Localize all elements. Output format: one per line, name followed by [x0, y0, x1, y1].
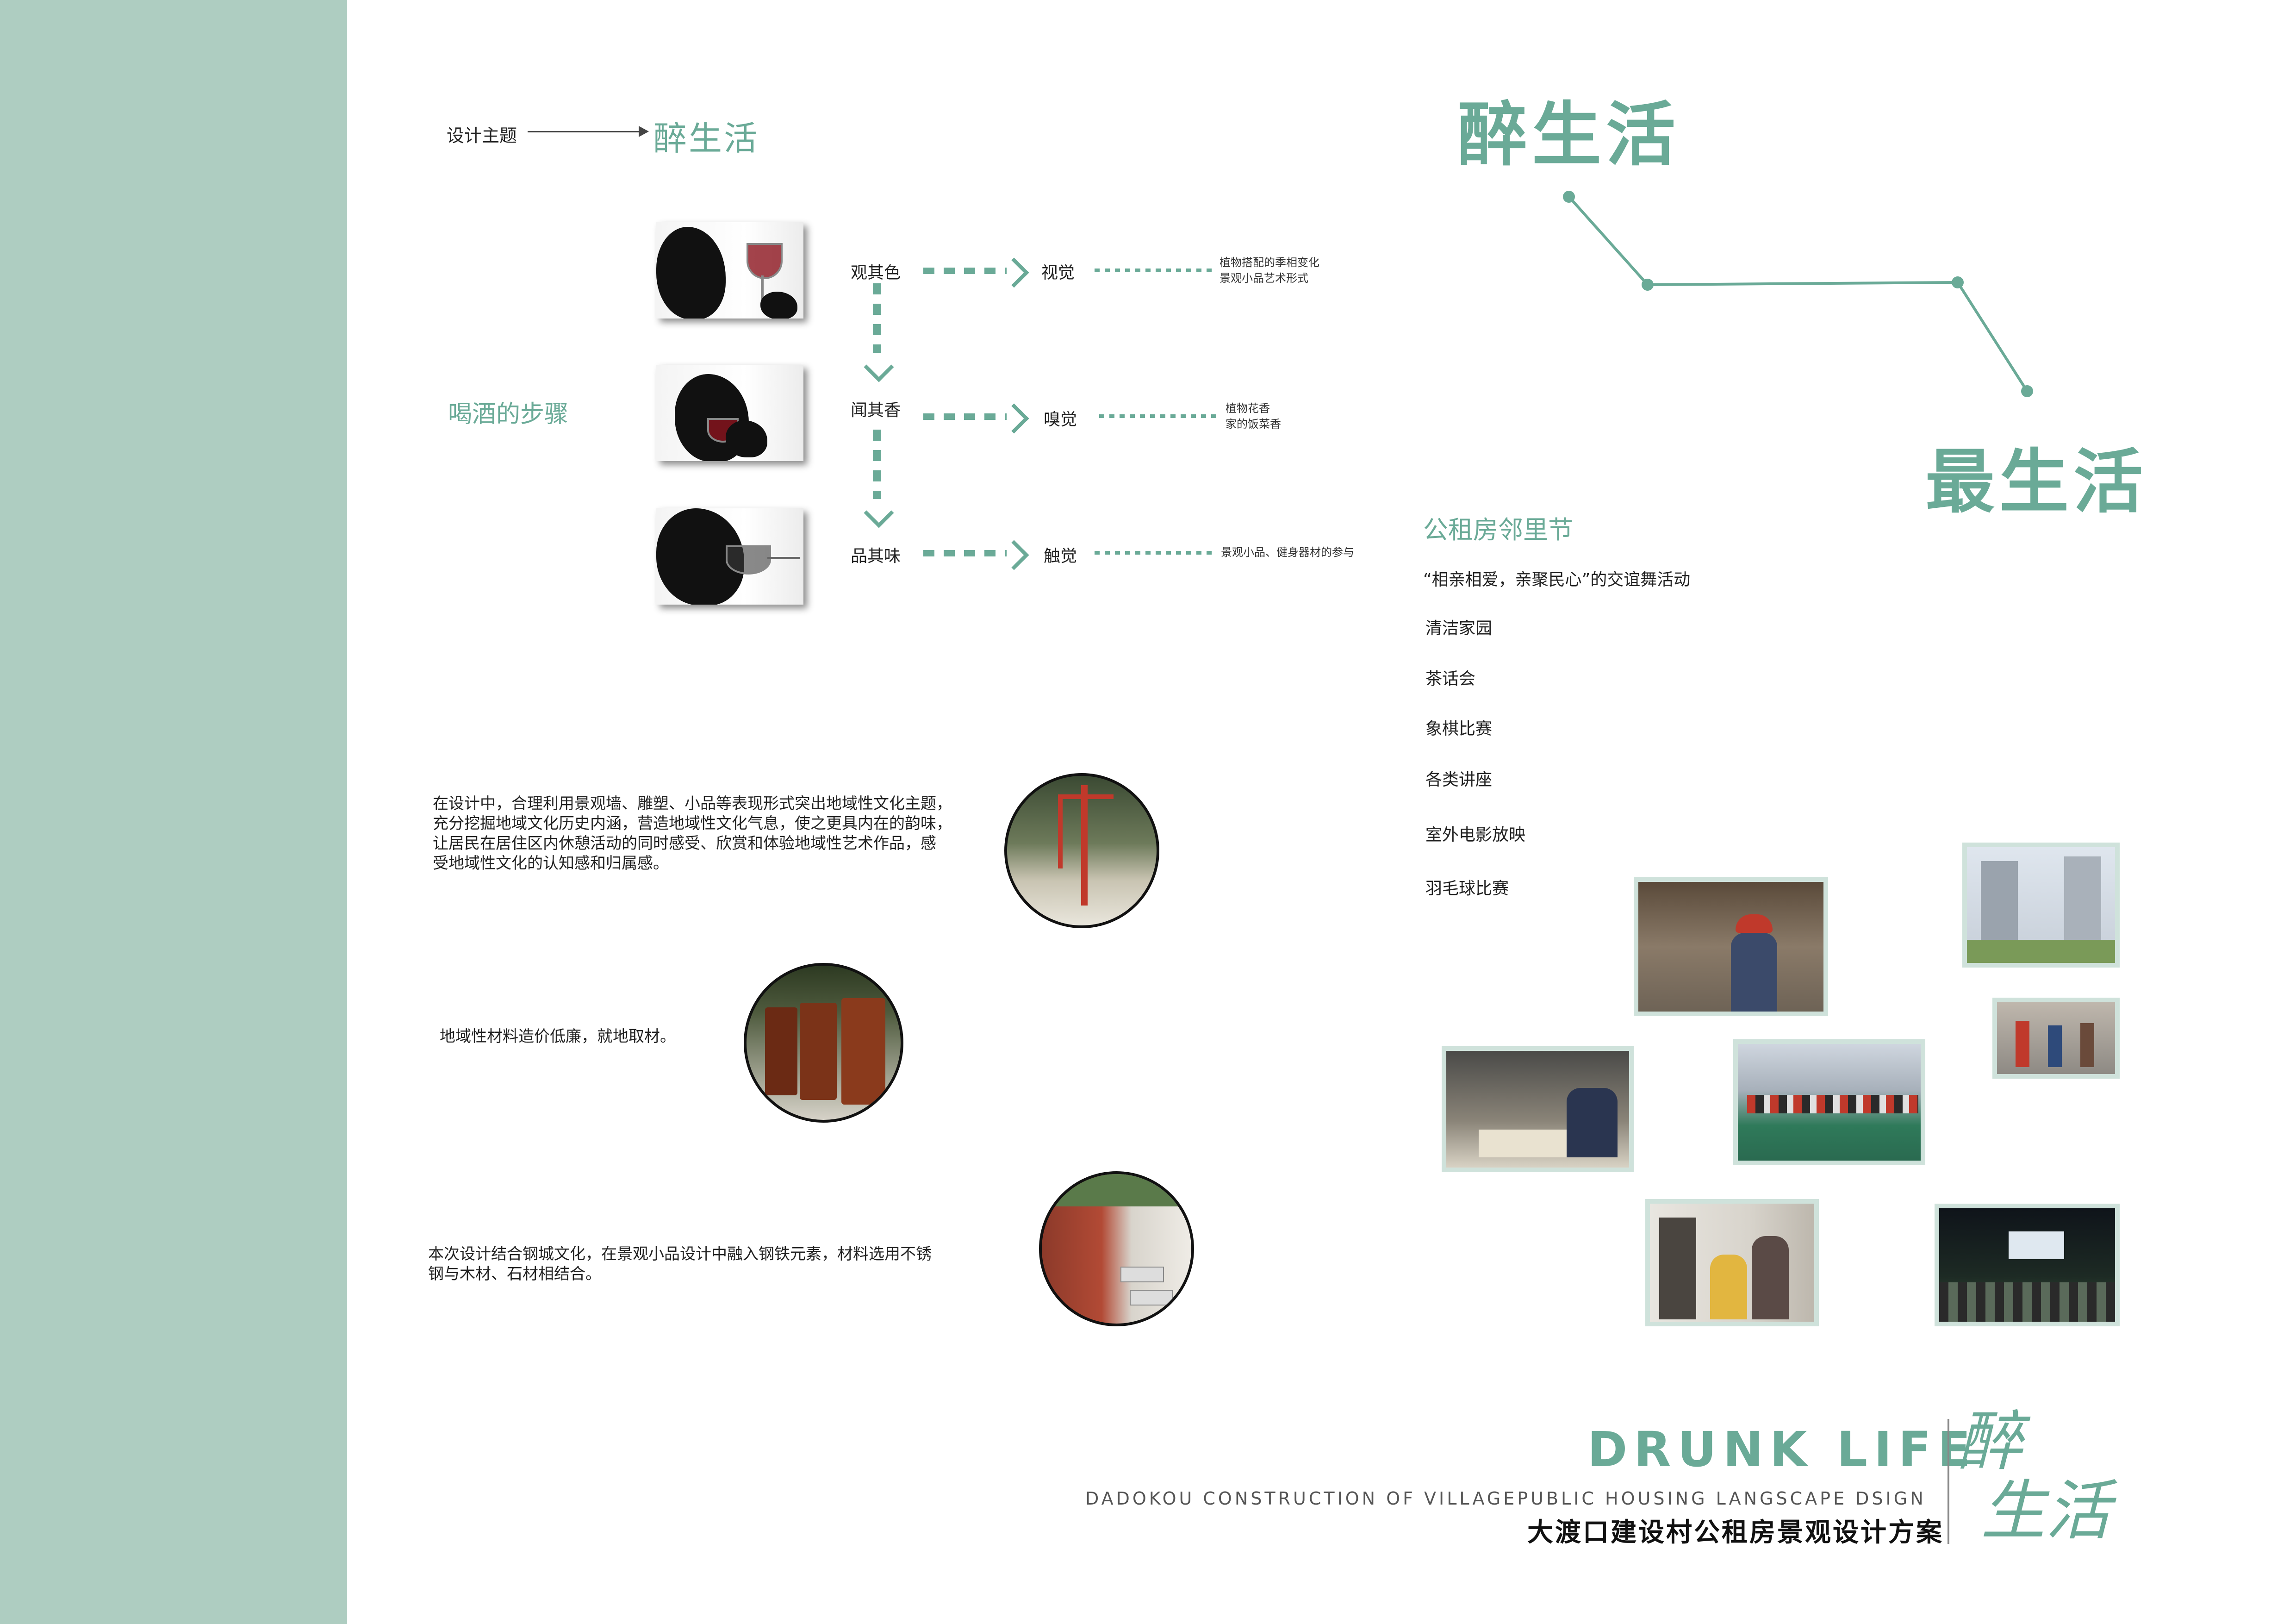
left-sidebar-band: [0, 0, 347, 1624]
activity-lectures: 各类讲座: [1425, 770, 1493, 789]
footer-subtitle-en: DADOKOU CONSTRUCTION OF VILLAGEPUBLIC HO…: [1085, 1488, 1926, 1509]
paragraph-local-materials: 地域性材料造价低廉，就地取材。: [440, 1027, 676, 1046]
sense-smell: 嗅觉: [1044, 410, 1077, 429]
paragraph-steel-culture: 本次设计结合钢城文化，在景观小品设计中融入钢铁元素，材料选用不锈 钢与木材、石材…: [428, 1245, 932, 1283]
arrow-right-icon: [639, 126, 649, 137]
connector-node: [1952, 276, 1964, 288]
photo-wine-taste: [656, 508, 803, 605]
paragraph-regional-culture: 在设计中，合理利用景观墙、雕塑、小品等表现形式突出地域性文化主题， 充分挖掘地域…: [433, 794, 952, 873]
activity-badminton: 羽毛球比赛: [1425, 879, 1509, 898]
photo-badminton: [1634, 877, 1828, 1016]
photo-volunteer-visit: [1645, 1199, 1819, 1326]
activity-tea-party: 茶话会: [1425, 669, 1476, 688]
activity-outdoor-movie: 室外电影放映: [1425, 825, 1526, 844]
connector-node: [1642, 279, 1654, 291]
step-taste: 品其味: [851, 547, 901, 566]
dashed-connector-vertical: [873, 283, 881, 353]
note-touch: 景观小品、健身器材的参与: [1221, 546, 1354, 559]
photo-circle-sculpture: [1004, 773, 1159, 928]
theme-value: 醉生活: [653, 119, 759, 158]
connector-node: [1563, 191, 1575, 203]
footer-calligraphy-logo: 醉 生活: [1958, 1407, 2110, 1546]
step-smell: 闻其香: [851, 401, 901, 420]
festival-title: 公租房邻里节: [1423, 515, 1573, 544]
chevron-right-icon: [999, 540, 1029, 570]
photo-housing-towers: [1962, 843, 2120, 968]
dotted-connector: [1095, 269, 1213, 272]
photo-wine-look: [656, 222, 803, 319]
note-sight: 植物搭配的季相变化 景观小品艺术形式: [1220, 256, 1319, 285]
drinking-steps-label: 喝酒的步骤: [448, 400, 569, 428]
dashed-connector: [923, 268, 1007, 274]
photo-circle-corten-planters: [744, 963, 903, 1123]
photo-chess-game: [1442, 1046, 1634, 1172]
headline-top: 醉生活: [1458, 95, 1680, 175]
headline-bottom: 最生活: [1925, 442, 2148, 523]
dotted-connector: [1099, 414, 1217, 418]
footer-calligraphy-line1: 醉: [1958, 1404, 2023, 1480]
footer-title-cn: 大渡口建设村公租房景观设计方案: [1527, 1518, 1944, 1548]
activity-dance: “相亲相爱，亲聚民心”的交谊舞活动: [1423, 570, 1691, 589]
note-smell: 植物花香 家的饭菜香: [1226, 402, 1281, 431]
sense-sight: 视觉: [1041, 263, 1075, 282]
dashed-connector-vertical: [873, 430, 881, 499]
photo-plaza-event: [1733, 1039, 1925, 1165]
footer-title-en: DRUNK LIFE: [1587, 1421, 1977, 1478]
photo-wine-smell: [656, 365, 803, 461]
activity-chess: 象棋比赛: [1425, 719, 1493, 738]
chevron-right-icon: [999, 403, 1029, 434]
theme-arrow-line: [528, 131, 646, 132]
photo-dance-group: [1992, 998, 2120, 1079]
footer-divider: [1948, 1419, 1949, 1544]
chevron-down-icon: [864, 498, 894, 528]
dashed-connector: [923, 413, 1007, 420]
dotted-connector: [1095, 551, 1213, 555]
dashed-connector: [923, 550, 1007, 556]
photo-outdoor-cinema: [1935, 1204, 2120, 1326]
sense-touch: 触觉: [1044, 547, 1077, 566]
chevron-right-icon: [999, 257, 1029, 288]
photo-circle-steel-wall: [1039, 1171, 1194, 1326]
activity-cleaning: 清洁家园: [1425, 619, 1493, 638]
connector-node: [2021, 385, 2033, 397]
footer-calligraphy-line2: 生活: [1981, 1474, 2111, 1549]
connector-line-diagram: [1563, 191, 2033, 397]
step-look: 观其色: [851, 263, 901, 282]
chevron-down-icon: [864, 352, 894, 382]
theme-label: 设计主题: [447, 125, 517, 146]
